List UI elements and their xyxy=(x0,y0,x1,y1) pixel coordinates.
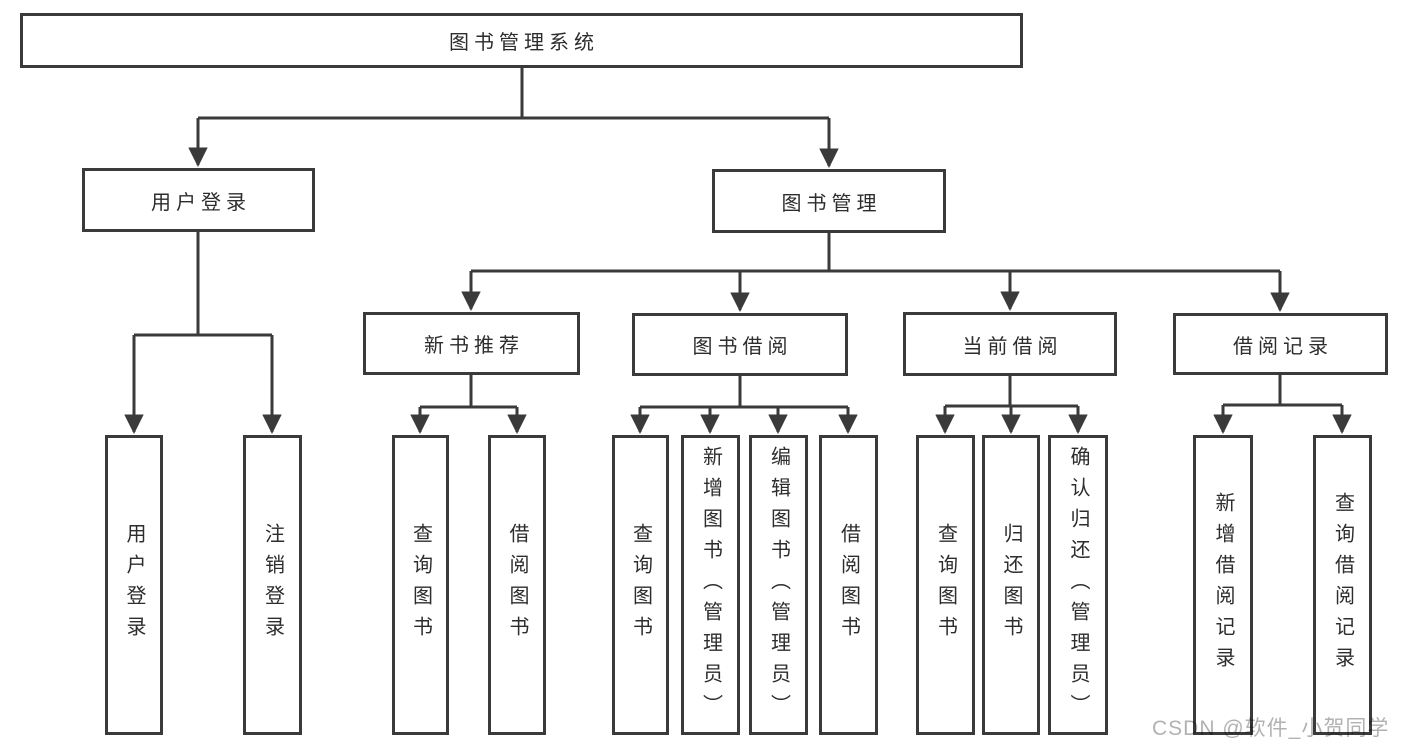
node-book-borrow: 图书借阅 xyxy=(632,313,848,376)
leaf-confirm-return-admin: 确认归还（管理员） xyxy=(1048,435,1108,735)
leaf-query-borrow-record: 查询借阅记录 xyxy=(1313,435,1372,735)
leaf-edit-book-admin: 编辑图书（管理员） xyxy=(749,435,808,735)
leaf-borrow-books: 借阅图书 xyxy=(819,435,878,735)
node-borrow-records: 借阅记录 xyxy=(1173,313,1388,375)
leaf-logout: 注销登录 xyxy=(243,435,302,735)
node-new-book-recommend: 新书推荐 xyxy=(363,312,580,375)
csdn-watermark: CSDN @软件_小贺同学 xyxy=(1152,717,1390,740)
leaf-user-login: 用户登录 xyxy=(105,435,163,735)
leaf-query-books-current: 查询图书 xyxy=(916,435,975,735)
leaf-query-books-recommend: 查询图书 xyxy=(392,435,449,735)
leaf-add-borrow-record: 新增借阅记录 xyxy=(1193,435,1253,735)
leaf-borrow-books-recommend: 借阅图书 xyxy=(488,435,546,735)
node-current-borrow: 当前借阅 xyxy=(903,312,1117,376)
node-book-management: 图书管理 xyxy=(712,169,946,233)
leaf-add-book-admin: 新增图书（管理员） xyxy=(681,435,740,735)
leaf-query-books-borrow: 查询图书 xyxy=(612,435,669,735)
leaf-return-books: 归还图书 xyxy=(982,435,1040,735)
node-library-management-system: 图书管理系统 xyxy=(20,13,1023,68)
node-user-login: 用户登录 xyxy=(82,168,315,232)
